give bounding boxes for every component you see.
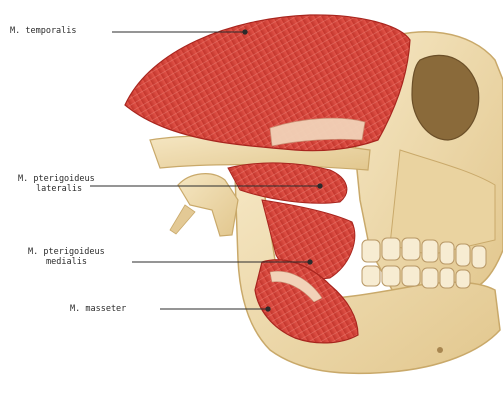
temporalis-muscle-body: [125, 15, 410, 151]
pointer-dot-lateralis: [318, 184, 322, 188]
label-pterygoideus-lateralis-line2: lateralis: [18, 184, 95, 194]
pointer-dot-medialis: [308, 260, 312, 264]
styloid-process: [170, 205, 195, 234]
tooth: [362, 266, 380, 286]
tooth: [382, 238, 400, 260]
label-pterygoideus-lateralis: M. pterigoideus lateralis: [18, 174, 95, 194]
tooth: [382, 266, 400, 286]
tooth: [456, 270, 470, 288]
mental-foramen: [437, 347, 443, 353]
tooth: [440, 242, 454, 264]
label-pterygoideus-lateralis-line1: M. pterigoideus: [18, 174, 95, 184]
pointer-dot-masseter: [266, 307, 270, 311]
pointer-dot-temporalis: [243, 30, 247, 34]
label-masseter: M. masseter: [70, 304, 126, 314]
tooth: [456, 244, 470, 266]
label-pterygoideus-medialis-line1: M. pterigoideus: [28, 247, 105, 257]
tooth: [440, 268, 454, 288]
tooth: [472, 246, 486, 268]
label-pterygoideus-medialis: M. pterigoideus medialis: [28, 247, 105, 267]
tooth: [402, 238, 420, 260]
label-pterygoideus-medialis-line2: medialis: [28, 257, 105, 267]
tooth: [402, 266, 420, 286]
label-temporalis: M. temporalis: [10, 26, 77, 36]
tooth: [422, 240, 438, 262]
tooth: [362, 240, 380, 262]
tooth: [422, 268, 438, 288]
condyle: [178, 174, 238, 236]
temporalis-muscle: [125, 15, 410, 151]
